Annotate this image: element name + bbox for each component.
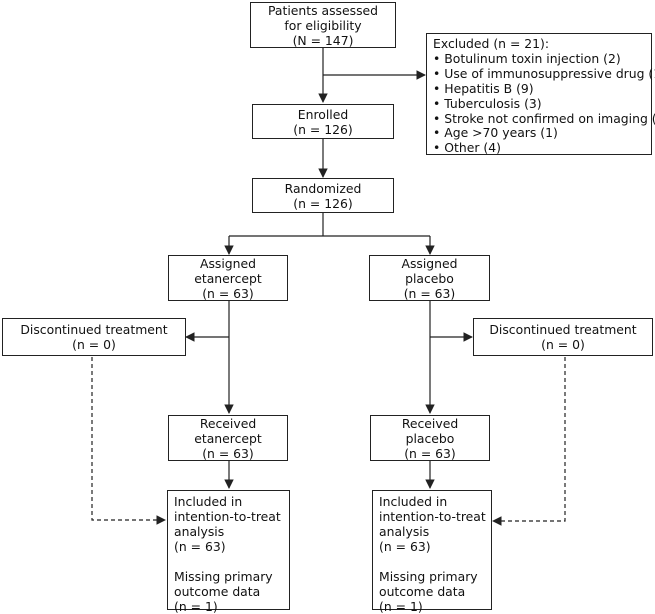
spacer — [379, 554, 485, 569]
discontinued-left-box: Discontinued treatment (n = 0) — [2, 318, 186, 356]
assessed-line-2: for eligibility — [284, 17, 362, 33]
excluded-reason: Tuberculosis (3) — [433, 96, 645, 112]
excluded-reason: Stroke not confirmed on imaging (1) — [433, 111, 655, 127]
assessed-line-3: (N = 147) — [292, 32, 354, 48]
itt-etanercept-line-2: intention-to-treat — [174, 509, 281, 524]
assigned-etanercept-line-3: (n = 63) — [202, 285, 254, 301]
itt-etanercept-line-4: (n = 63) — [174, 539, 226, 554]
excluded-reason: Botulinum toxin injection (2) — [433, 51, 645, 67]
received-placebo-box: Received placebo (n = 63) — [370, 415, 490, 461]
received-placebo-line-2: placebo — [405, 430, 455, 446]
excluded-reason: Age >70 years (1) — [433, 126, 645, 141]
itt-placebo-line-3: analysis — [379, 524, 430, 539]
assigned-placebo-line-1: Assigned — [401, 255, 458, 271]
excluded-reason: Other (4) — [433, 140, 645, 156]
itt-etanercept-box: Included in intention-to-treat analysis … — [167, 490, 290, 614]
itt-placebo-line-5: Missing primary — [379, 569, 478, 584]
itt-placebo-line-4: (n = 63) — [379, 539, 431, 554]
enrolled-line-2: (n = 126) — [293, 121, 353, 137]
assigned-etanercept-box: Assigned etanercept (n = 63) — [168, 255, 288, 301]
assessed-box: Patients assessed for eligibility (N = 1… — [250, 2, 396, 48]
received-placebo-line-3: (n = 63) — [404, 445, 456, 461]
randomized-line-1: Randomized — [284, 180, 362, 196]
enrolled-box: Enrolled (n = 126) — [252, 104, 394, 139]
itt-etanercept-line-6: outcome data — [174, 584, 261, 599]
discontinued-left-line-1: Discontinued treatment — [20, 322, 168, 337]
itt-placebo-box: Included in intention-to-treat analysis … — [372, 490, 492, 614]
itt-etanercept-line-3: analysis — [174, 524, 225, 539]
received-etanercept-line-2: etanercept — [194, 430, 262, 446]
assigned-placebo-line-3: (n = 63) — [403, 285, 456, 301]
itt-placebo-line-6: outcome data — [379, 584, 466, 599]
excluded-reason: Hepatitis B (9) — [433, 81, 645, 97]
dashed-connector-left — [91, 357, 166, 525]
randomized-box: Randomized (n = 126) — [252, 178, 394, 213]
discontinued-right-line-1: Discontinued treatment — [489, 322, 637, 337]
itt-placebo-line-2: intention-to-treat — [379, 509, 486, 524]
itt-placebo-line-1: Included in — [379, 494, 448, 509]
discontinued-left-line-2: (n = 0) — [72, 337, 116, 352]
assigned-placebo-line-2: placebo — [405, 270, 454, 286]
excluded-box: Excluded (n = 21): Botulinum toxin injec… — [426, 33, 655, 156]
assigned-etanercept-line-1: Assigned — [199, 255, 257, 271]
itt-etanercept-line-7: (n = 1) — [174, 599, 218, 614]
assigned-etanercept-line-2: etanercept — [194, 270, 262, 286]
enrolled-line-1: Enrolled — [297, 106, 349, 122]
received-etanercept-line-1: Received — [199, 415, 257, 431]
dashed-connector-right — [492, 357, 566, 526]
discontinued-right-line-2: (n = 0) — [541, 337, 585, 352]
itt-etanercept-line-1: Included in — [174, 494, 243, 509]
received-etanercept-line-3: (n = 63) — [202, 445, 254, 461]
received-etanercept-box: Received etanercept (n = 63) — [168, 415, 288, 461]
received-placebo-line-1: Received — [401, 415, 459, 431]
randomized-line-2: (n = 126) — [293, 195, 353, 211]
assigned-placebo-box: Assigned placebo (n = 63) — [369, 255, 490, 301]
excluded-title: Excluded (n = 21): — [433, 36, 550, 51]
itt-placebo-line-7: (n = 1) — [379, 599, 423, 614]
excluded-reasons-list: Botulinum toxin injection (2) Use of imm… — [433, 51, 655, 156]
assessed-line-1: Patients assessed — [267, 2, 379, 18]
spacer — [174, 554, 283, 569]
itt-etanercept-line-5: Missing primary — [174, 569, 273, 584]
discontinued-right-box: Discontinued treatment (n = 0) — [473, 318, 653, 356]
excluded-reason: Use of immunosuppressive drug (1) — [433, 66, 655, 82]
